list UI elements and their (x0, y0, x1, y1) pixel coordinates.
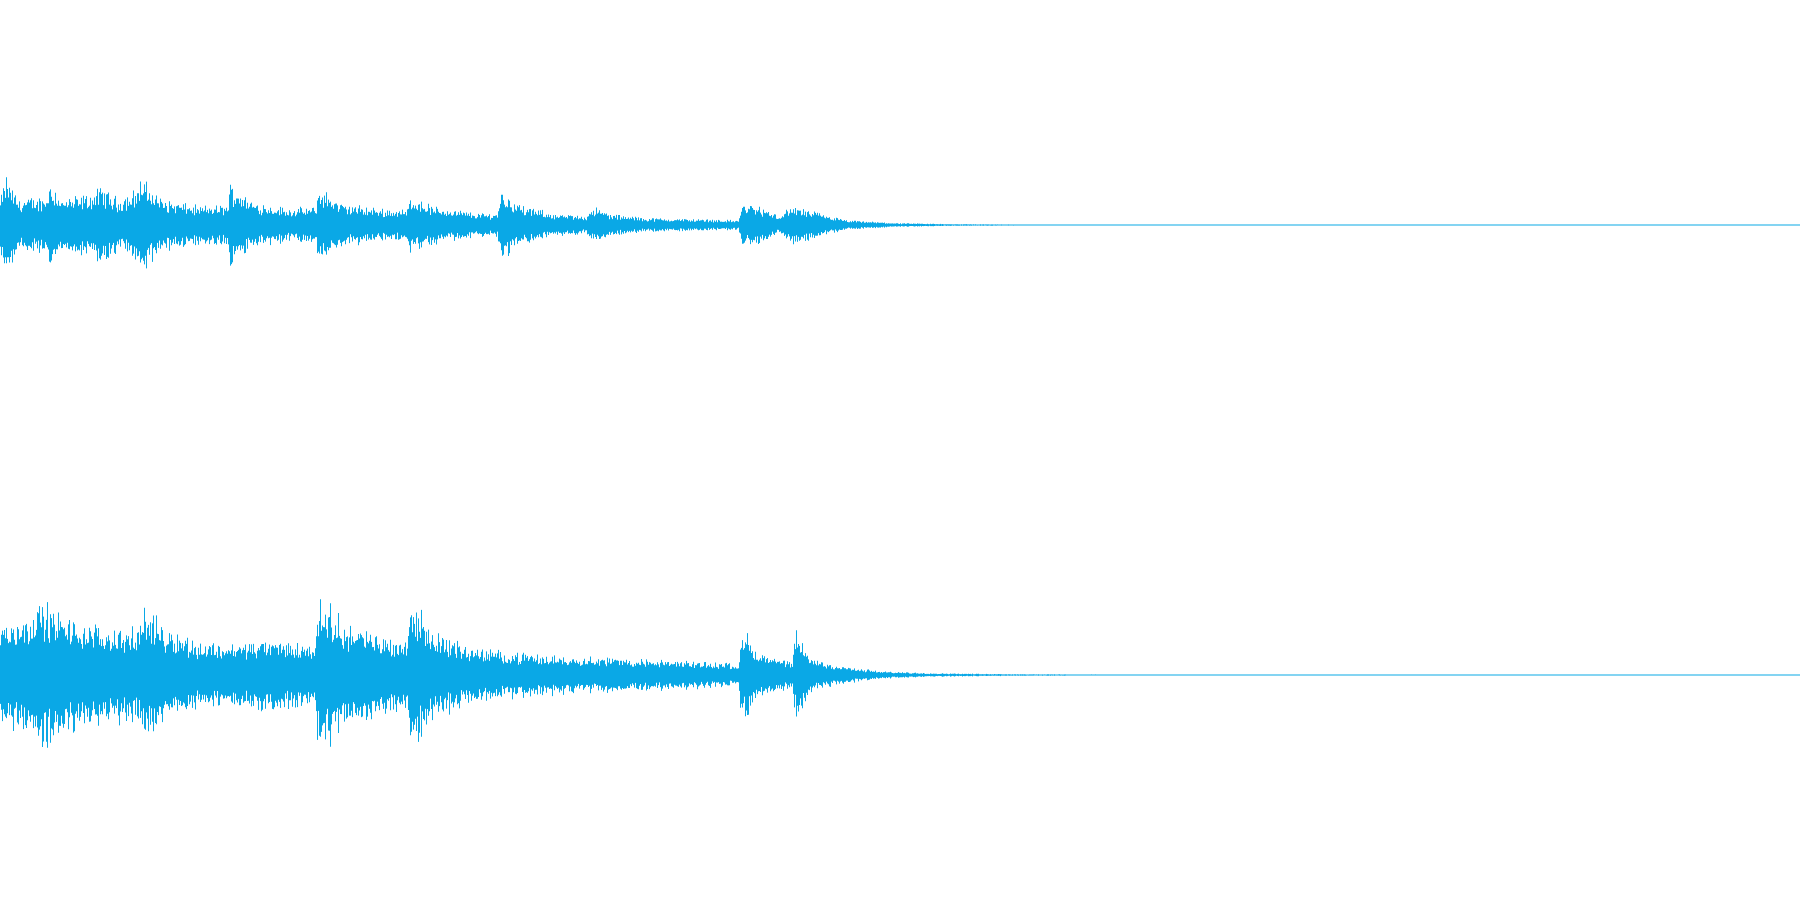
channel-1-waveform (0, 177, 1800, 269)
channel-1-signal (0, 177, 1206, 269)
channel-2-waveform (0, 599, 1800, 748)
channel-2-signal (0, 599, 1283, 748)
